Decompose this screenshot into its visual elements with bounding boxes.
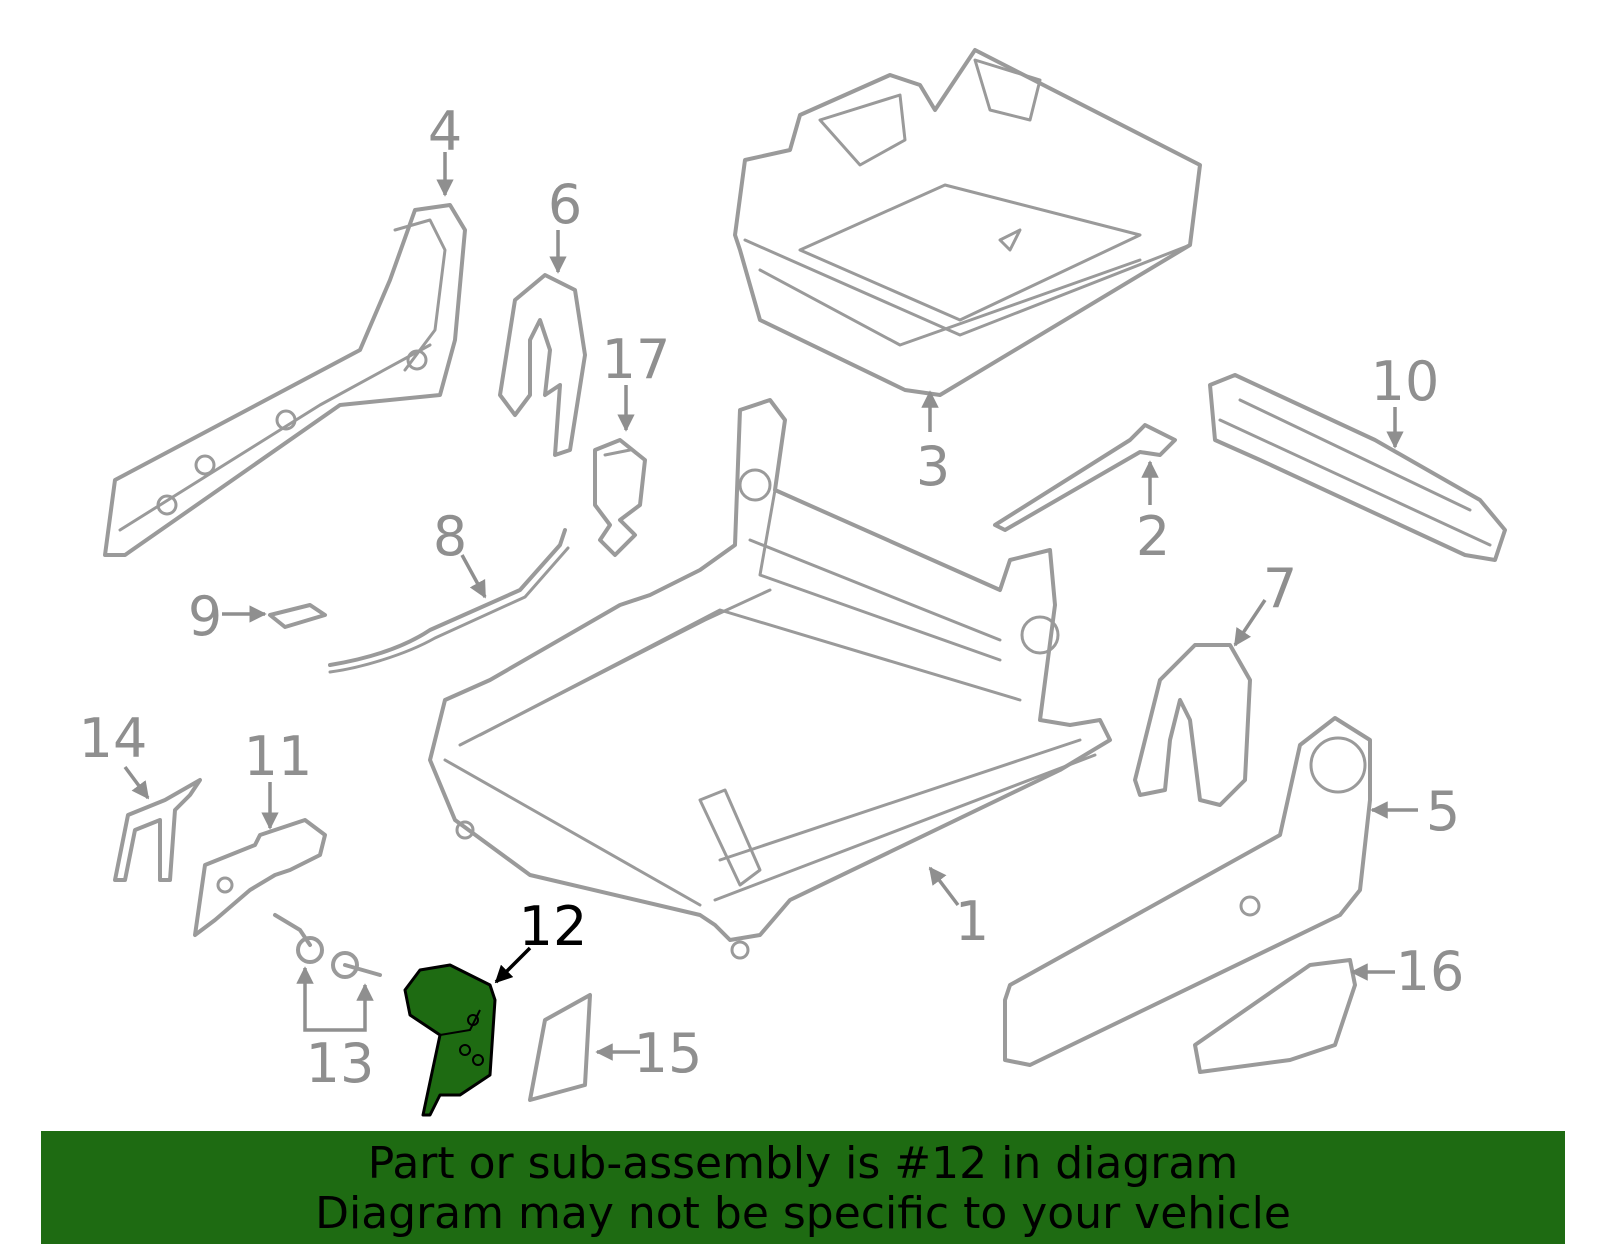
callout-14: 14 [79, 707, 148, 770]
callout-8: 8 [433, 505, 467, 568]
callout-4: 4 [428, 100, 462, 163]
callout-10: 10 [1371, 350, 1440, 413]
part-9-clip[interactable] [268, 603, 327, 629]
part-12-highlighted-cover[interactable] [403, 963, 497, 1117]
part-1-seat-frame[interactable] [428, 398, 1112, 960]
part-14-bracket[interactable] [113, 778, 202, 882]
part-13-bolts[interactable] [273, 913, 382, 979]
banner-line-2: Diagram may not be specific to your vehi… [315, 1188, 1291, 1239]
part-8-cable[interactable] [328, 528, 570, 674]
part-11-hinge-cover[interactable] [193, 818, 327, 937]
part-10-rail-trim[interactable] [1208, 373, 1507, 562]
callout-16: 16 [1396, 940, 1465, 1003]
part-info-banner: Part or sub-assembly is #12 in diagram D… [41, 1131, 1565, 1244]
part-15-trim[interactable] [528, 993, 592, 1102]
leader-arrows [123, 152, 1418, 1061]
callout-numbers: 4 6 17 3 2 10 7 5 16 1 8 9 14 11 15 13 1… [79, 100, 1465, 1095]
callout-1: 1 [955, 890, 989, 953]
callout-17: 17 [602, 328, 671, 391]
part-7-shield-cover-right[interactable] [1133, 643, 1252, 807]
part-5-side-shield-right[interactable] [1003, 716, 1372, 1067]
callout-6: 6 [548, 173, 582, 236]
callout-2: 2 [1136, 505, 1170, 568]
callout-3: 3 [916, 435, 950, 498]
part-4-side-shield-left[interactable] [103, 203, 467, 557]
callout-11: 11 [244, 725, 313, 788]
callout-5: 5 [1426, 780, 1460, 843]
callout-15: 15 [634, 1022, 703, 1085]
banner-line-1: Part or sub-assembly is #12 in diagram [367, 1138, 1239, 1189]
part-6-shield-cover[interactable] [498, 273, 587, 457]
part-2-strap[interactable] [993, 423, 1177, 532]
callout-7: 7 [1263, 557, 1297, 620]
part-16-handle[interactable] [1193, 958, 1357, 1074]
part-3-seat-cushion-pan[interactable] [733, 48, 1202, 397]
callout-13: 13 [306, 1032, 375, 1095]
part-17-belt-buckle[interactable] [593, 438, 647, 557]
callout-12-highlighted: 12 [519, 895, 588, 958]
callout-9: 9 [188, 585, 222, 648]
